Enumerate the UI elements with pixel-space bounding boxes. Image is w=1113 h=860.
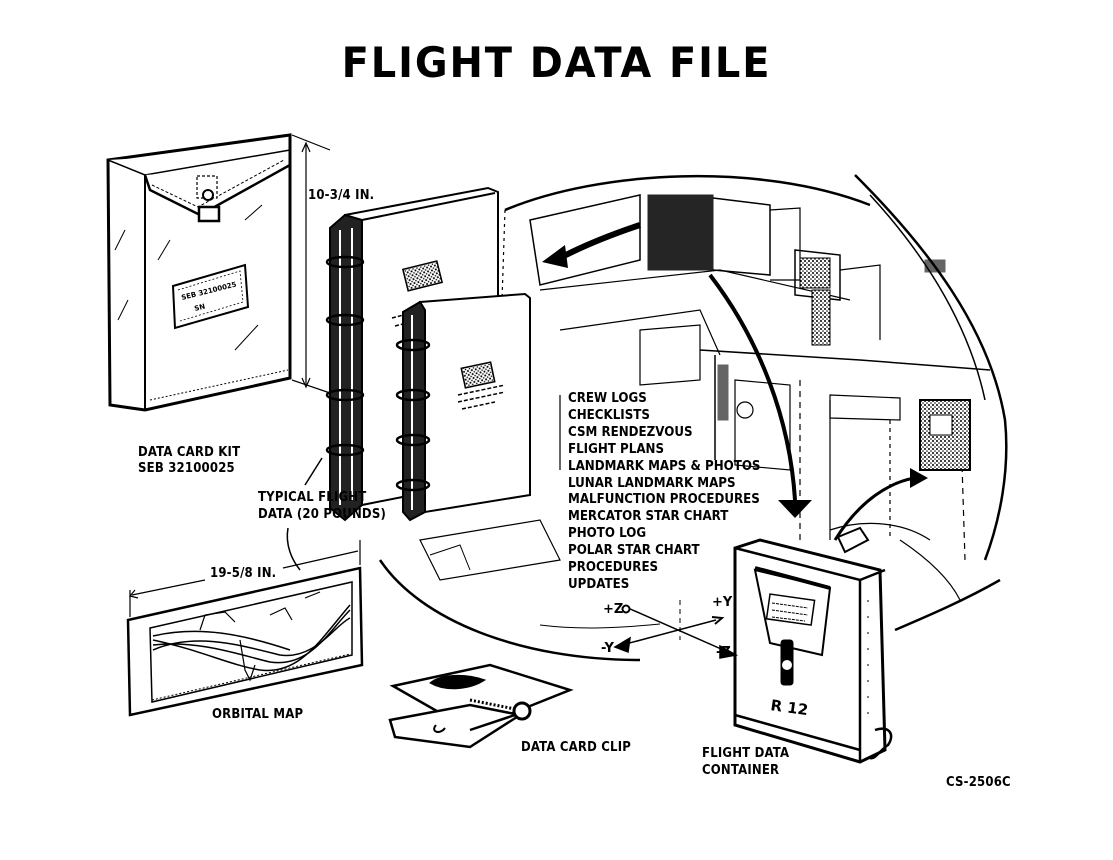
container-marking: R 12 — [769, 696, 809, 719]
list-item: CREW LOGS — [568, 390, 647, 406]
data-card-kit-pouch: SEB 32100025 SN — [106, 133, 292, 412]
list-item: PROCEDURES — [568, 559, 659, 576]
flight-data-container — [733, 526, 893, 764]
axis-plus-z: +Z — [603, 602, 623, 617]
list-item: FLIGHT PLANS — [568, 440, 665, 457]
typical-flight-data-label-line2: DATA (20 POUNDS) — [258, 507, 387, 522]
typical-flight-data-label-line1: TYPICAL FLIGHT — [258, 490, 367, 505]
leader-lines — [286, 457, 323, 571]
list-item: PHOTO LOG — [568, 525, 647, 542]
list-item: UPDATES — [568, 575, 630, 592]
dimension-10-3-4 — [291, 134, 331, 394]
orbital-map — [126, 566, 364, 717]
orbital-map-label: ORBITAL MAP — [212, 707, 304, 722]
list-item: LUNAR LANDMARK MAPS — [568, 474, 736, 491]
flight-data-container-label-line1: FLIGHT DATA — [702, 746, 790, 761]
axis-plus-y: +Y — [712, 595, 733, 610]
diagram-title: FLIGHT DATA FILE — [341, 38, 772, 87]
list-item: CHECKLISTS — [568, 406, 650, 423]
data-card-kit-label-line2: SEB 32100025 — [138, 461, 235, 476]
list-item: LANDMARK MAPS & PHOTOS — [568, 457, 761, 474]
list-item: MERCATOR STAR CHART — [568, 508, 729, 525]
flight-data-container-label-line2: CONTAINER — [702, 763, 780, 778]
list-item: MALFUNCTION PROCEDURES — [568, 491, 760, 508]
command-module-cabin — [378, 174, 1008, 662]
data-card-clip-label: DATA CARD CLIP — [521, 740, 632, 755]
axis-minus-y: -Y — [601, 641, 614, 656]
svg-text:SN: SN — [194, 303, 207, 313]
coordinate-axes — [613, 600, 739, 659]
list-item: POLAR STAR CHART — [568, 542, 700, 559]
data-card-clip — [388, 663, 574, 749]
axis-labels: +Z +Y -Y -Z R 12 — [601, 595, 809, 719]
flight-data-binder-small — [395, 292, 531, 522]
orbital-map-width-dimension: 19-5/8 IN. — [210, 566, 277, 581]
dimension-19-5-8 — [128, 540, 361, 617]
kit-height-dimension: 10-3/4 IN. — [308, 188, 375, 203]
figure-id: CS-2506C — [946, 775, 1011, 790]
flight-data-contents-list: CREW LOGS CHECKLISTS CSM RENDEZVOUS FLIG… — [568, 390, 761, 593]
list-item: CSM RENDEZVOUS — [568, 423, 693, 440]
axis-minus-z: -Z — [716, 645, 731, 660]
data-card-kit-label-line1: DATA CARD KIT — [138, 445, 241, 460]
